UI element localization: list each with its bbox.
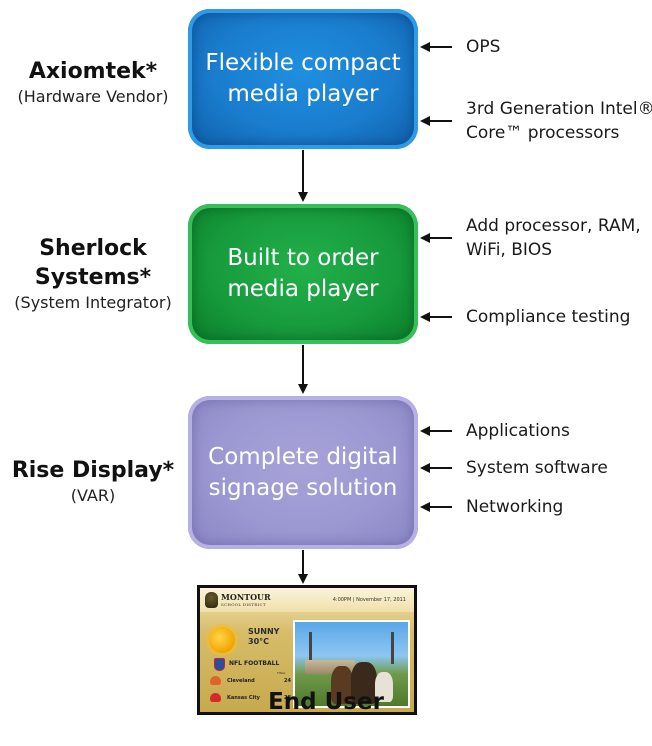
input-line: 3rd Generation Intel® [466, 99, 652, 119]
football-photo [293, 620, 410, 708]
input-line: Core™ processors [466, 123, 620, 143]
screen-title: MONTOUR [221, 592, 271, 602]
team-name: Cleveland [227, 678, 255, 684]
team-name: Kansas City [227, 695, 260, 701]
box-line: Flexible compact [205, 50, 401, 76]
vendor-role: (VAR) [70, 486, 116, 505]
vendor-role: (System Integrator) [14, 293, 172, 312]
screen-datetime: 4:00PM | November 17, 2011 [332, 597, 406, 603]
nfl-logo-icon [214, 658, 225, 671]
box-line: media player [227, 276, 379, 302]
helmet-icon [210, 676, 221, 685]
input-networking: Networking [466, 497, 564, 517]
helmet-icon [210, 693, 221, 702]
final-label: FINAL [277, 671, 286, 675]
player-figure [375, 672, 393, 702]
player-figure [331, 666, 353, 704]
input-compliance-testing: Compliance testing [466, 307, 631, 327]
stage-box-complete-digital-signage-solution: Complete digital signage solution [188, 396, 418, 549]
input-add-processor-ram-wifi-bios: Add processor, RAM, WiFi, BIOS [466, 214, 641, 262]
vendor-name: Sherlock [39, 236, 147, 261]
team-score: 24 [284, 678, 291, 684]
weather-temp: 30°C [248, 637, 270, 646]
player-figure [351, 662, 377, 704]
vendor-role: (Hardware Vendor) [17, 87, 169, 106]
end-user-label: End User [268, 689, 384, 715]
input-applications: Applications [466, 421, 570, 441]
team-score: 28 [284, 695, 291, 701]
stage-box-built-to-order-media-player: Built to order media player [188, 204, 418, 344]
vendor-axiomtek: Axiomtek* (Hardware Vendor) [2, 57, 184, 107]
input-line: WiFi, BIOS [466, 240, 553, 260]
box-line: signage solution [208, 474, 398, 501]
box-line: Complete digital [208, 443, 398, 470]
weather-condition: SUNNY [248, 627, 280, 636]
stage-box-flexible-compact-media-player: Flexible compact media player [188, 9, 418, 149]
vendor-name: Systems* [34, 265, 152, 290]
stadium-light [391, 632, 394, 664]
input-3rd-gen-intel-core: 3rd Generation Intel® Core™ processors [466, 97, 652, 145]
box-line: media player [227, 81, 379, 107]
sun-icon [209, 627, 235, 653]
stadium-light [309, 632, 312, 664]
input-ops: OPS [466, 37, 501, 57]
vendor-name: Rise Display* [11, 458, 175, 483]
screen-subtitle: SCHOOL DISTRICT [221, 602, 266, 607]
vendor-name: Axiomtek* [28, 59, 158, 84]
weather-readout: SUNNY 30°C [248, 627, 279, 647]
league-label: NFL FOOTBALL [229, 660, 280, 667]
school-logo-icon [205, 592, 218, 608]
vendor-rise-display: Rise Display* (VAR) [2, 456, 184, 506]
input-line: Add processor, RAM, [466, 216, 641, 236]
screen-header: MONTOUR SCHOOL DISTRICT 4:00PM | Novembe… [200, 588, 414, 612]
vendor-sherlock-systems: Sherlock Systems* (System Integrator) [2, 234, 184, 313]
input-system-software: System software [466, 458, 608, 478]
box-line: Built to order [227, 245, 379, 271]
digital-signage-screen: MONTOUR SCHOOL DISTRICT 4:00PM | Novembe… [197, 585, 417, 715]
